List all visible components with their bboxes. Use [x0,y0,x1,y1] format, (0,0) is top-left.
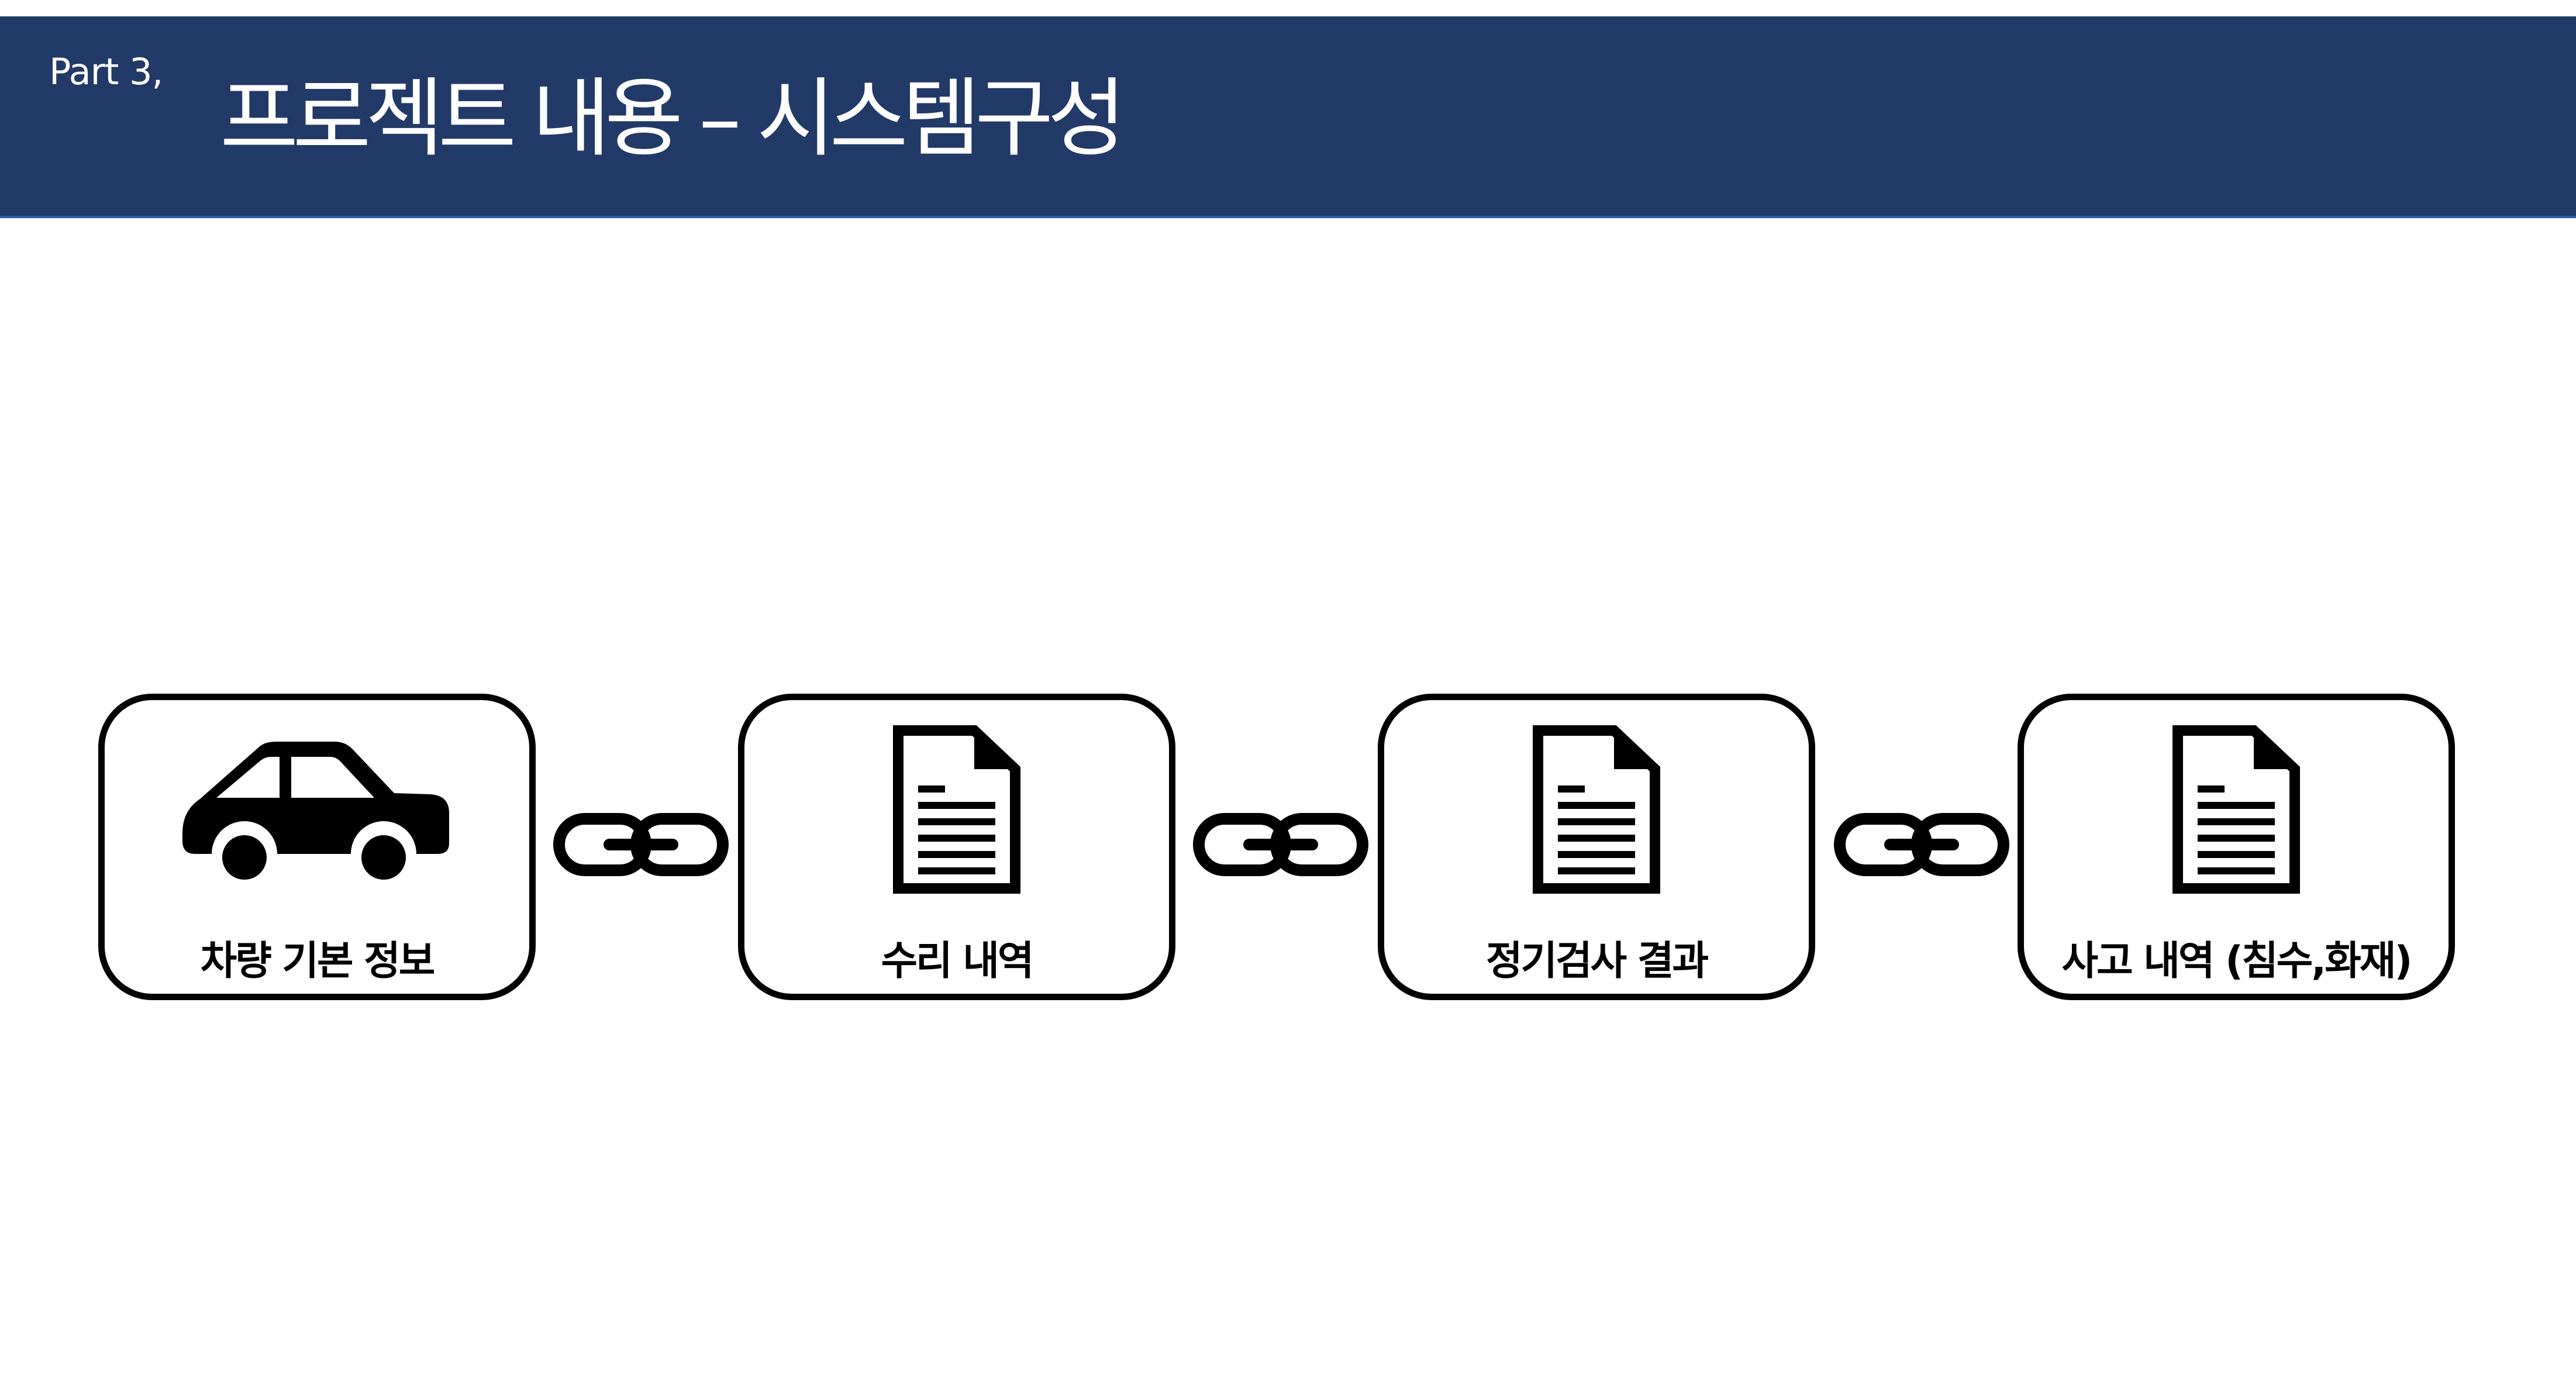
node-label: 차량 기본 정보 [200,938,436,984]
chain-link-icon [1834,809,2009,880]
document-icon [1384,725,1809,894]
slide-header: Part 3, 프로젝트 내용 – 시스템구성 [0,16,2576,218]
node-label: 정기검사 결과 [1485,938,1709,984]
chain-link-icon [553,809,729,880]
node-inspection-result: 정기검사 결과 [1378,694,1815,1000]
node-accident-history: 사고 내역 (침수,화재) [2018,694,2455,1000]
node-repair-history: 수리 내역 [738,694,1175,1000]
part-label: Part 3, [49,50,163,93]
node-label: 사고 내역 (침수,화재) [2061,938,2413,984]
chain-link-icon [1193,809,1368,880]
node-vehicle-info: 차량 기본 정보 [98,694,536,1000]
car-icon [105,725,529,894]
document-icon [2024,725,2449,894]
slide-title: 프로젝트 내용 – 시스템구성 [220,69,1126,168]
document-icon [744,725,1169,894]
node-label: 수리 내역 [881,938,1034,984]
